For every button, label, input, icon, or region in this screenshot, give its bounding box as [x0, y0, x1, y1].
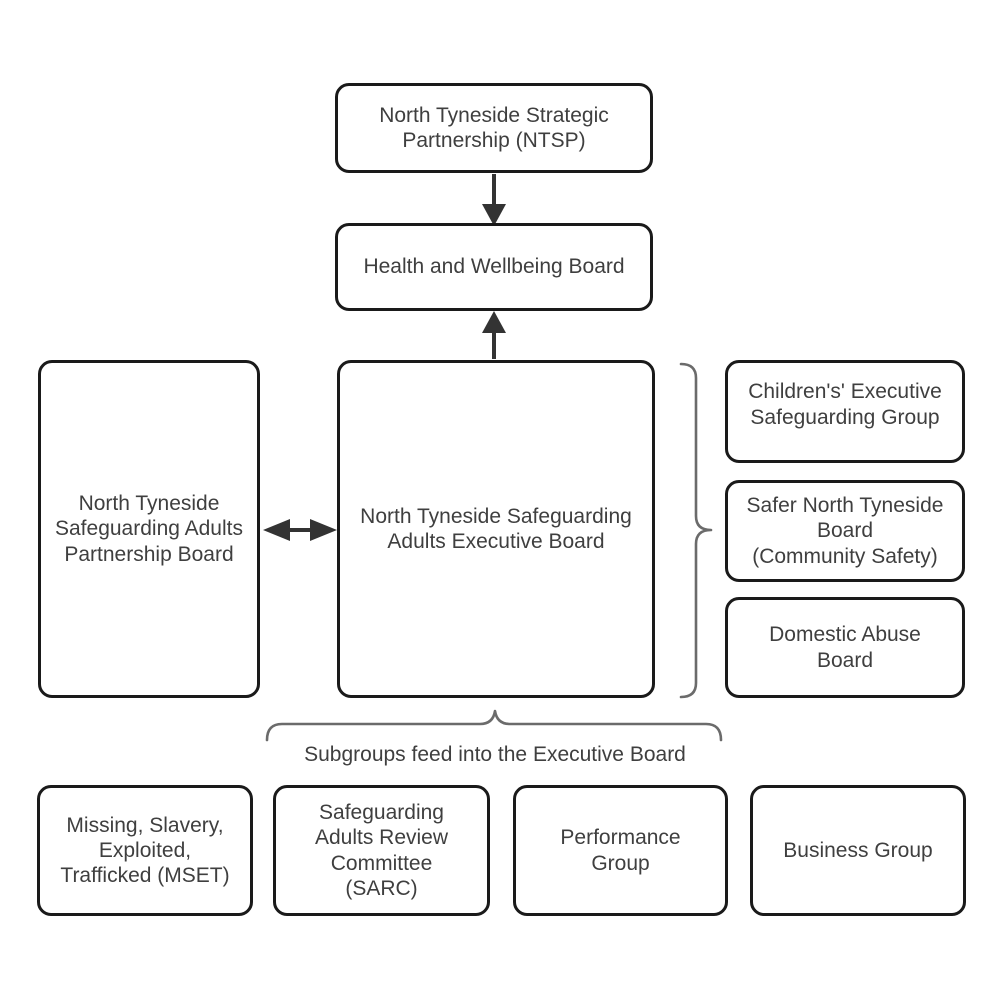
node-health-wellbeing-board: Health and Wellbeing Board: [335, 223, 653, 311]
node-executive-board-label: North Tyneside Safeguarding Adults Execu…: [360, 504, 632, 553]
arrow-up-executive-to-hwb-icon: [482, 311, 506, 359]
arrow-down-ntsp-to-hwb-icon: [482, 174, 506, 226]
node-partnership-board: North Tyneside Safeguarding Adults Partn…: [38, 360, 260, 698]
node-safer-north-tyneside-board-label: Safer North Tyneside Board (Community Sa…: [746, 494, 944, 568]
node-childrens-executive-safeguarding-group-label: Children's' Executive Safeguarding Group: [748, 380, 942, 429]
curly-brace-right-icon: [679, 362, 713, 699]
node-childrens-executive-safeguarding-group: Children's' Executive Safeguarding Group: [725, 360, 965, 463]
node-business-group-label: Business Group: [783, 838, 933, 862]
subgroups-caption: Subgroups feed into the Executive Board: [304, 743, 686, 766]
node-safer-north-tyneside-board: Safer North Tyneside Board (Community Sa…: [725, 480, 965, 582]
node-sarc: Safeguarding Adults Review Committee (SA…: [273, 785, 490, 916]
node-ntsp: North Tyneside Strategic Partnership (NT…: [335, 83, 653, 173]
node-business-group: Business Group: [750, 785, 966, 916]
node-domestic-abuse-board-label: Domestic Abuse Board: [769, 623, 921, 672]
node-performance-group: Performance Group: [513, 785, 728, 916]
node-performance-group-label: Performance Group: [560, 826, 681, 875]
node-ntsp-label: North Tyneside Strategic Partnership (NT…: [379, 103, 609, 152]
node-mset-label: Missing, Slavery, Exploited, Trafficked …: [60, 813, 230, 888]
node-health-wellbeing-board-label: Health and Wellbeing Board: [363, 255, 625, 279]
node-mset: Missing, Slavery, Exploited, Trafficked …: [37, 785, 253, 916]
double-arrow-partnership-executive-icon: [263, 519, 337, 541]
node-sarc-label: Safeguarding Adults Review Committee (SA…: [314, 801, 449, 900]
node-partnership-board-label: North Tyneside Safeguarding Adults Partn…: [55, 492, 243, 566]
curly-brace-up-icon: [265, 709, 723, 742]
node-executive-board: North Tyneside Safeguarding Adults Execu…: [337, 360, 655, 698]
node-domestic-abuse-board: Domestic Abuse Board: [725, 597, 965, 698]
